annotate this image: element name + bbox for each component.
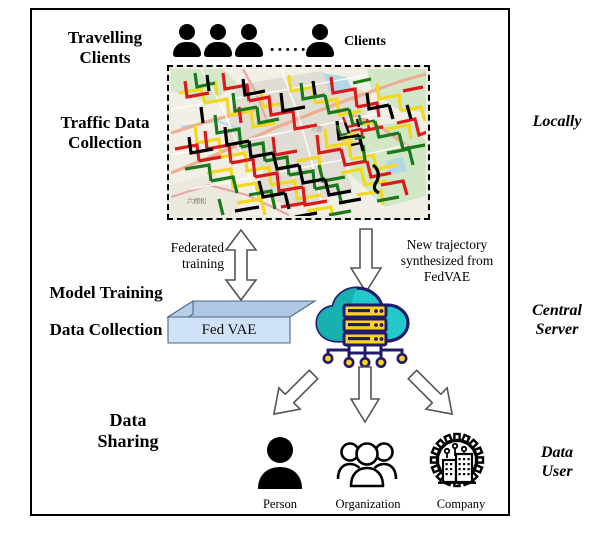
person-icon — [203, 24, 233, 57]
person-head — [312, 24, 328, 40]
clients-label: Clients — [344, 34, 386, 49]
person-body — [235, 42, 263, 57]
stage-label-line2: Collection — [68, 133, 142, 153]
new-trajectory-label: New trajectory synthesized from FedVAE — [388, 237, 506, 285]
svg-text:方圆: 方圆 — [311, 125, 323, 133]
fed-vae-box: Fed VAE — [166, 299, 317, 344]
stage-label-traffic-data-collection: Traffic Data Collection — [38, 113, 172, 153]
label-line1: New trajectory — [406, 237, 488, 252]
stage-label-model-training: Model Training — [34, 283, 178, 303]
traffic-map: 六棚松 方圆 — [167, 65, 430, 220]
svg-text:六棚松: 六棚松 — [187, 196, 207, 205]
side-label-line2: User — [541, 463, 573, 481]
company-gear-building-icon — [428, 432, 486, 490]
data-user-label-person: Person — [262, 497, 298, 511]
label-line1: Federated — [170, 240, 224, 255]
label-line2: training — [182, 255, 224, 271]
person-head — [210, 24, 226, 40]
cloud-server-icon — [312, 283, 416, 369]
person-body — [173, 42, 201, 57]
person-icon — [172, 24, 202, 57]
traffic-map-svg: 六棚松 方圆 — [171, 69, 426, 216]
stage-label-line1: Data Collection — [49, 320, 163, 339]
federated-training-label: Federated training — [142, 240, 224, 272]
label-line3: FedVAE — [423, 268, 471, 284]
person-body — [306, 42, 334, 57]
new-trajectory-arrow — [348, 228, 384, 294]
data-user-label-organization: Organization — [335, 497, 401, 511]
person-solid-icon — [256, 436, 304, 490]
stage-label-line1: Data — [109, 410, 147, 430]
stage-label-line1: Model Training — [49, 283, 163, 302]
share-left-arrow — [258, 364, 328, 426]
side-label-line2: Server — [535, 321, 579, 339]
side-label-data-user: Data User — [518, 443, 596, 481]
stage-label-line2: Sharing — [97, 431, 159, 452]
people-group-icon — [336, 438, 398, 490]
stage-label-data-sharing: Data Sharing — [68, 410, 188, 452]
person-body — [204, 42, 232, 57]
side-label-line1: Data — [541, 444, 573, 461]
traffic-map-canvas: 六棚松 方圆 — [171, 69, 426, 216]
side-label-central-server: Central Server — [518, 301, 596, 339]
clients-ellipsis: ····· — [269, 40, 308, 61]
fed-vae-label: Fed VAE — [201, 321, 257, 338]
stage-label-line1: Traffic Data — [60, 113, 150, 132]
side-label-line1: Locally — [532, 113, 582, 130]
side-label-line1: Central — [532, 302, 582, 319]
person-head — [179, 24, 195, 40]
side-label-locally: Locally — [518, 112, 596, 131]
data-user-label-company: Company — [436, 497, 486, 511]
label-line2: synthesized from — [400, 252, 494, 268]
share-right-arrow — [398, 364, 468, 426]
share-center-arrow — [348, 366, 382, 424]
stage-label-data-collection: Data Collection — [34, 320, 178, 340]
person-icon — [305, 24, 335, 57]
stage-label-travelling-clients: Travelling Clients — [40, 28, 170, 68]
person-icon — [234, 24, 264, 57]
person-head — [241, 24, 257, 40]
federated-training-arrow — [223, 228, 259, 302]
stage-label-line1: Travelling — [67, 28, 143, 47]
stage-label-line2: Clients — [79, 48, 131, 68]
